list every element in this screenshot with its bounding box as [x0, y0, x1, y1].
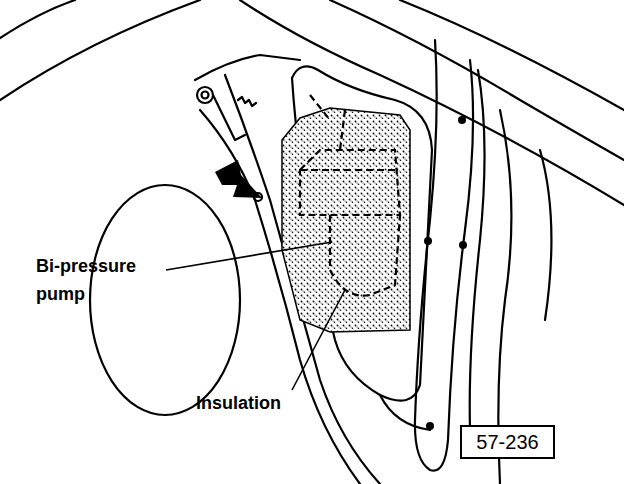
figure-number-box: 57-236 — [460, 425, 555, 459]
bolt — [202, 92, 209, 99]
pump-outline — [300, 150, 400, 215]
bolt — [197, 87, 213, 103]
circular-opening — [90, 185, 240, 415]
hose — [213, 95, 245, 140]
pump-outline — [330, 215, 400, 296]
pillar — [415, 40, 473, 471]
panel-edge — [380, 395, 430, 430]
pump-outline — [300, 169, 395, 171]
rivet — [426, 422, 434, 430]
rivet — [424, 237, 432, 245]
flange — [195, 55, 300, 80]
pump-hose — [310, 95, 330, 120]
body-edge — [0, 0, 75, 38]
body-edge — [0, 0, 200, 100]
leader-line — [166, 242, 332, 270]
pump-hose — [340, 110, 345, 150]
part-label: Insulation — [196, 389, 306, 417]
flange-crimp — [238, 97, 256, 106]
body-edge — [400, 0, 624, 110]
pillar — [540, 150, 551, 320]
rivet — [458, 116, 466, 124]
leader-line — [292, 290, 345, 390]
insulation-pad — [282, 108, 410, 332]
pointer-arrow — [215, 160, 262, 198]
figure-number: 57-236 — [476, 430, 539, 454]
part-label: Bi-pressure pump — [36, 252, 158, 308]
rivet — [459, 241, 467, 249]
pillar — [470, 70, 485, 430]
